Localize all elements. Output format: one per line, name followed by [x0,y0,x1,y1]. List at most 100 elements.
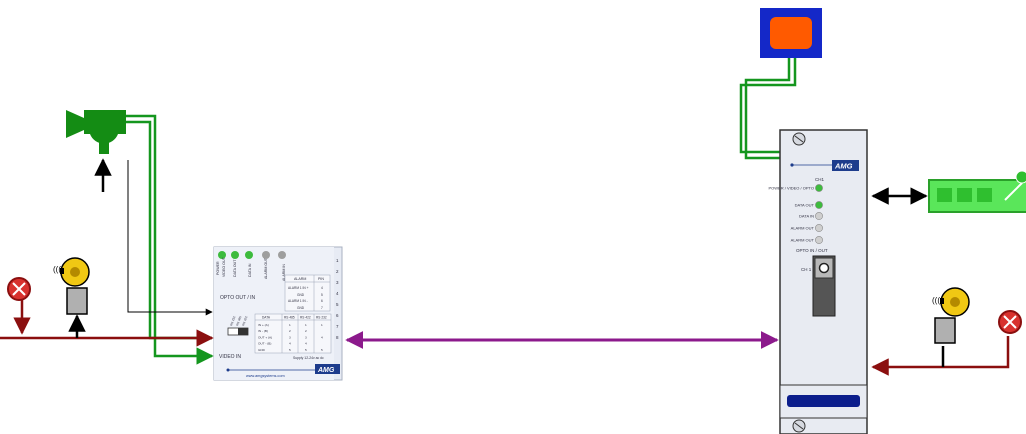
tx-data-cell: 4 [289,342,291,346]
monitor-icon [760,8,822,58]
tx-pin-number: 8 [336,335,339,340]
tx-data-cell: 5 [289,348,291,352]
tx-alarm-row-name: ALARM 1 IN + [288,286,309,290]
tx-data-cell: 5 [321,348,323,352]
tx-alarm-row-name: ALARM 1 IN - [288,299,308,303]
rx-led-label: DATA IN [799,214,814,219]
tx-data-cell: OUT + (A) [258,335,272,339]
tx-data-cell: 4 [321,335,323,339]
tx-pin-header: PIN [318,277,324,281]
right-alarm-bell-icon: ((( [932,287,970,344]
tx-data-cell: IN + (A) [258,323,269,327]
tx-data-table: DATA RS 485 RS 422 RS 232 IN + (A) 1 1 1 IN … [254,313,332,354]
tx-video-in-label: VIDEO IN [219,354,241,360]
tx-alarm-row-pin: 4 [321,286,323,290]
rx-logo-badge [832,160,859,171]
tx-pin-number: 1 [336,258,339,263]
rx-status-led [815,212,823,220]
tx-pin-number: 4 [336,291,339,296]
tx-supply-label: Supply 12-24v ac dc [293,356,324,360]
rx-led-label: DATA OUT [795,203,815,208]
tx-data-cell: GND [258,348,266,352]
rx-opto-label: OPTO IN / OUT [796,248,828,253]
tx-switch-label-rs422: RS 422 [241,315,248,326]
svg-text:(((: ((( [53,265,61,274]
rx-handle-slot [787,395,860,407]
rx-led-label: ALARM OUT [791,226,815,231]
rx-logo: AMG [834,162,853,171]
transmitter-unit: POWER VIDEO OUT DATA OUT DATA IN ALARM O… [213,246,343,381]
rx-divider-dot [790,163,794,167]
tx-alarm-row-pin: 6 [321,299,323,303]
cctv-camera-icon [66,110,126,154]
tx-data-header: RS 232 [316,316,327,320]
right-alarm-sensor-icon [998,310,1022,334]
rx-status-led [815,236,823,244]
tx-data-cell: 3 [305,335,307,339]
tx-pin-number: 5 [336,302,339,307]
tx-led-video-out [231,251,239,259]
tx-led-label-data-in: DATA IN [248,263,252,277]
left-alarm-bell-icon: ((( [53,257,90,315]
rx-status-led [815,201,823,209]
tx-led-label-data-out: DATA OUT [233,259,237,277]
tx-led-alarm-out [278,251,286,259]
tx-opto-label: OPTO OUT / IN [220,295,255,301]
tx-data-cell: 1 [289,323,291,327]
tx-alarm-row-name: GND [297,293,305,297]
tx-alarm-row-pin: 7 [321,306,323,310]
rx-status-led [815,184,823,192]
tx-data-cell: 2 [289,329,291,333]
rx-ch-label: CH1 [815,177,824,182]
rx-ch1-label: CH 1 [801,267,812,272]
tx-switch-label-rs232: RS 232 [229,315,236,326]
rx-led-label: POWER / VIDEO / OPTO [769,186,815,191]
tx-led-data-out [245,251,253,259]
rx-led-label: ALARM OUT [791,238,815,243]
receiver-card: AMG CH1 POWER / VIDEO / OPTO DATA OUT DATA… [769,129,868,434]
svg-text:(((: ((( [932,296,940,305]
monitor-cable [739,58,797,154]
tx-data-header: RS 485 [284,316,295,320]
tx-logo-badge [315,364,340,374]
tx-data-cell: 2 [305,329,307,333]
rx-status-led [815,224,823,232]
tx-led-label-alarm-in: ALARM IN [282,264,286,281]
tx-led-data-in [262,251,270,259]
camera-data-cable [127,160,213,316]
ptz-keypad-icon [928,170,1026,213]
right-alarm-line [871,336,1010,376]
monitor-cable-inner [744,58,791,160]
tx-led-label-video-out: VIDEO OUT [222,256,226,277]
tx-data-cell: OUT - (B) [258,342,271,346]
tx-data-cell: 3 [289,335,291,339]
tx-data-mode-switch: RS 232 RS 485 RS 422 [227,315,248,336]
camera-video-cable-inner [114,114,214,365]
tx-led-power [218,251,226,259]
tx-pin-number: 7 [336,324,339,329]
tx-data-cell: 1 [321,323,323,327]
tx-pin-number: 3 [336,280,339,285]
left-alarm-sensor-icon [7,277,31,301]
tx-website: www.amgsystems.com [246,374,285,378]
tx-alarm-table: ALARM PIN ALARM 1 IN + 4 GND 5 ALARM 1 I… [284,274,331,312]
tx-divider-dot [226,368,230,372]
tx-pin-number: 2 [336,269,339,274]
tx-data-cell: IN - (B) [258,329,268,333]
tx-led-label-alarm-out: ALARM OUT [264,257,268,279]
tx-pin-numbers: 1 2 3 4 5 6 7 8 [336,258,339,340]
tx-alarm-row-name: GND [297,306,305,310]
tx-led-label-power: POWER [216,261,220,275]
tx-pin-number: 6 [336,313,339,318]
tx-data-cell: 5 [305,348,307,352]
tx-data-cell: 4 [305,342,307,346]
tx-data-cell: 1 [305,323,307,327]
tx-data-header: DATA [262,316,271,320]
tx-logo: AMG [317,367,335,374]
camera-video-cable [124,120,212,340]
tx-data-header: RS 422 [300,316,311,320]
rx-opto-connector-icon [818,262,830,274]
tx-switch-label-rs485: RS 485 [235,315,242,326]
tx-alarm-header: ALARM [294,277,306,281]
